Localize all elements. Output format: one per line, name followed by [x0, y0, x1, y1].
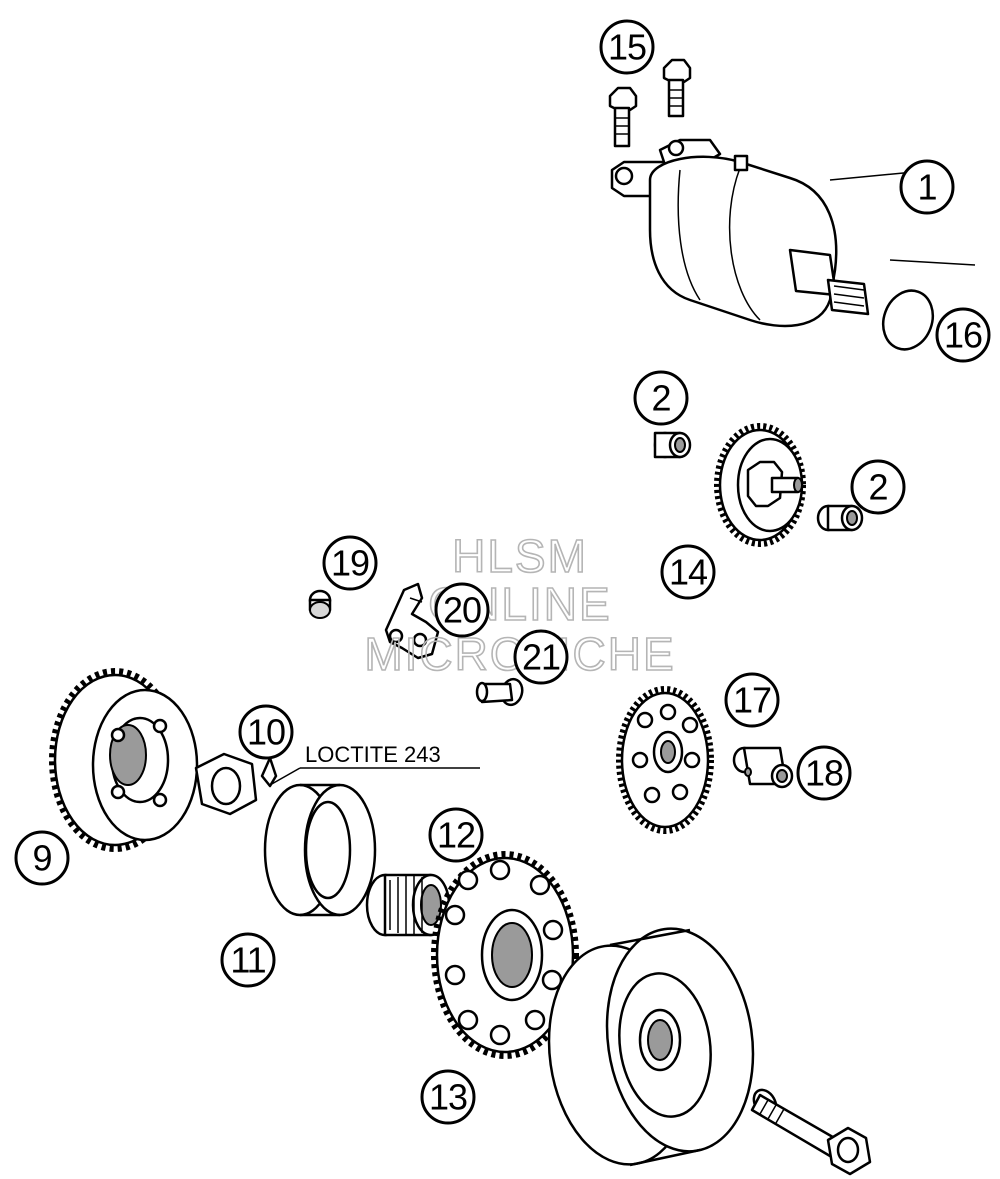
callout-12-label: 12: [437, 815, 475, 856]
part-18-pin: [732, 746, 794, 789]
callout-11: 11: [220, 932, 276, 988]
part-21-screw: [475, 677, 524, 707]
rotor-flywheel: [547, 927, 755, 1167]
callout-21-label: 21: [522, 637, 560, 678]
part-2-bearing-lower: [816, 504, 864, 532]
loctite-note: LOCTITE 243: [269, 742, 480, 786]
part-1-starter-motor: [610, 138, 976, 328]
part-16-o-ring: [881, 289, 935, 351]
callout-10-label: 10: [247, 712, 285, 753]
callout-14-label: 14: [669, 552, 707, 593]
part-10-nut: [194, 752, 278, 816]
callout-18-label: 18: [805, 753, 843, 794]
callout-1: 1: [899, 159, 955, 215]
callout-18: 18: [796, 745, 852, 801]
part-17-gear: [616, 686, 714, 834]
part-9-freewheel-gear: [49, 668, 199, 852]
part-11-freewheel-ring: [263, 783, 377, 917]
part-2-bearing-upper: [653, 431, 692, 459]
loctite-label: LOCTITE 243: [305, 742, 441, 767]
callout-19: 19: [322, 535, 378, 591]
callout-10: 10: [238, 704, 294, 760]
watermark-line-1: HLSM: [452, 530, 588, 582]
callout-20: 20: [434, 582, 490, 638]
part-19-cap: [308, 589, 332, 619]
callout-2-upper: 2: [633, 370, 689, 426]
callout-9-label: 9: [32, 838, 51, 879]
part-12-needle-cage: [365, 873, 451, 937]
callout-2-lower: 2: [850, 459, 906, 515]
callout-21: 21: [513, 629, 569, 685]
callout-2-lower-label: 2: [868, 467, 887, 508]
callout-9: 9: [14, 830, 70, 886]
callout-13-label: 13: [429, 1077, 467, 1118]
part-13-starter-gear: [431, 851, 579, 1059]
callout-14: 14: [660, 544, 716, 600]
callout-13: 13: [420, 1069, 476, 1125]
rotor-bolt: [750, 1088, 872, 1176]
callout-1-label: 1: [917, 167, 936, 208]
callout-16-label: 16: [944, 315, 982, 356]
callout-2-upper-label: 2: [651, 378, 670, 419]
part-15-bolts: [608, 58, 692, 148]
callout-20-label: 20: [443, 590, 481, 631]
callout-12: 12: [428, 807, 484, 863]
callout-19-label: 19: [331, 543, 369, 584]
callout-17-label: 17: [733, 680, 771, 721]
callout-15-label: 15: [608, 27, 646, 68]
part-20-lever: [384, 582, 440, 660]
callout-15: 15: [599, 19, 655, 75]
callout-11-label: 11: [230, 940, 265, 981]
callout-17: 17: [724, 672, 780, 728]
part-14-intermediate-gear: [714, 423, 806, 547]
callout-16: 16: [935, 307, 991, 363]
